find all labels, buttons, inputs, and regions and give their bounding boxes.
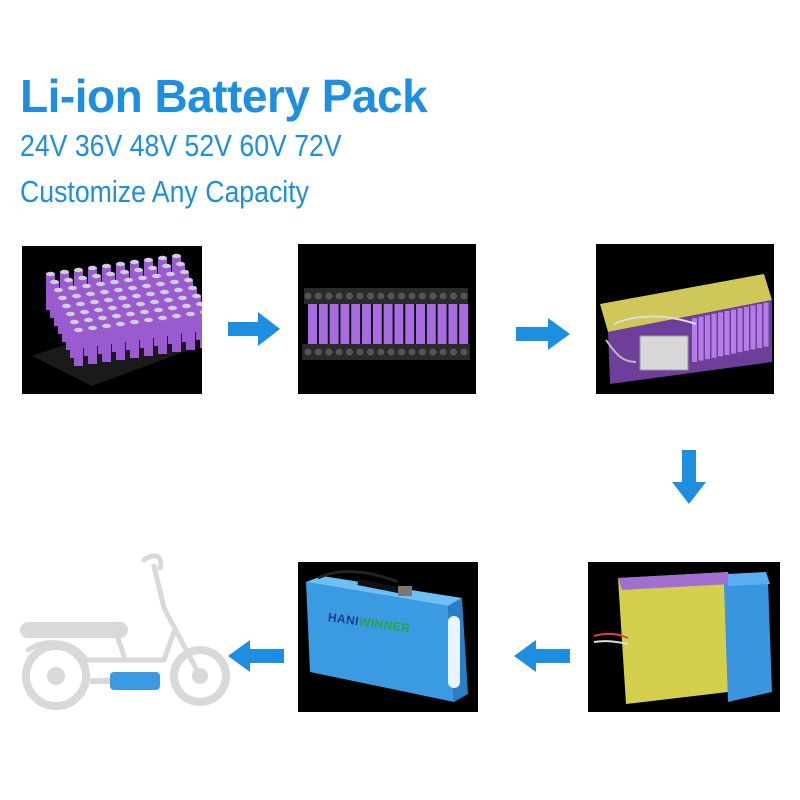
- scooter-icon: [14, 548, 236, 720]
- arrow-down-icon: [672, 450, 706, 504]
- arrow-left-icon: [514, 640, 570, 672]
- arrow-left-icon: [228, 640, 284, 672]
- step-cells-image: [22, 246, 202, 394]
- capacity-note: Customize Any Capacity: [20, 174, 309, 209]
- arrow-right-icon: [228, 312, 280, 346]
- voltage-options: 24V 36V 48V 52V 60V 72V: [20, 128, 342, 163]
- step-holder-image: [298, 244, 476, 394]
- step-wrapped-image: [588, 562, 780, 712]
- step-bms-image: [596, 244, 774, 394]
- arrow-right-icon: [516, 318, 570, 350]
- page-title: Li-ion Battery Pack: [20, 70, 428, 122]
- step-finished-image: HANIWINNER: [298, 562, 478, 712]
